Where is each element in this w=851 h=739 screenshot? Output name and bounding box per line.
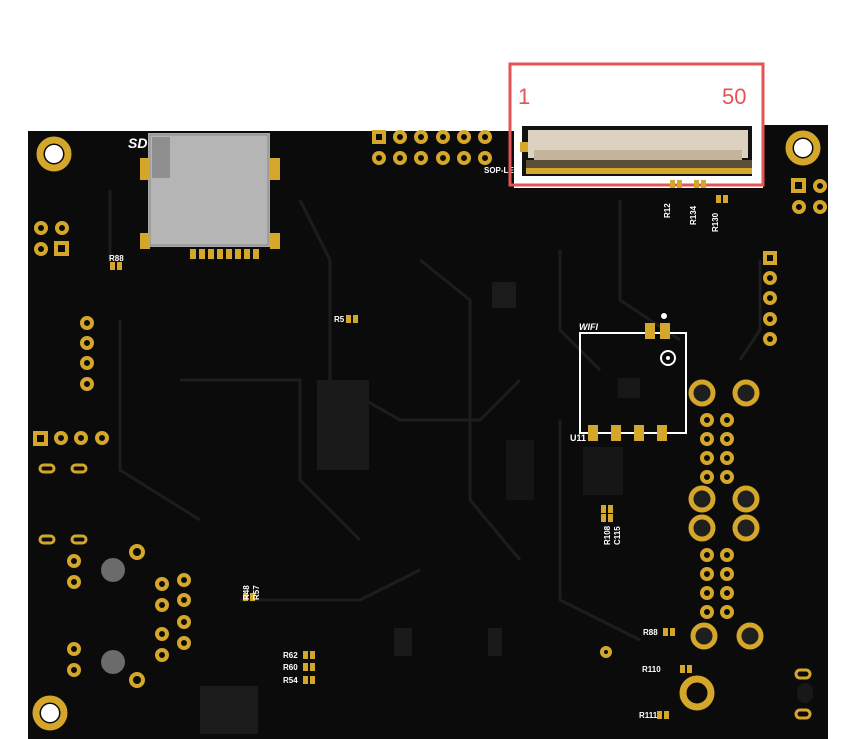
silk-r54: R54 xyxy=(283,676,298,685)
silk-r12: R12 xyxy=(663,203,672,218)
pin-50-label: 50 xyxy=(722,84,746,109)
silk-u11: U11 xyxy=(570,433,586,443)
left-slot-pads xyxy=(38,463,88,545)
silk-r110: R110 xyxy=(642,665,661,674)
smd-pads xyxy=(110,262,692,719)
pcb-board xyxy=(28,125,828,739)
silk-r134: R134 xyxy=(689,205,698,225)
callout-box xyxy=(508,62,765,187)
silk-r88-bottom: R88 xyxy=(643,628,658,637)
mounting-holes xyxy=(32,130,821,731)
right-side-pins xyxy=(763,251,777,346)
fpc-50-pin-connector xyxy=(520,126,752,176)
silk-sop-led: SOP-LED xyxy=(484,166,520,175)
right-header-top xyxy=(791,178,827,214)
electrolytic-capacitors xyxy=(101,558,125,674)
left-pins xyxy=(33,221,191,688)
silk-r48: R48 xyxy=(242,585,251,600)
silk-r5: R5 xyxy=(334,315,345,324)
connector-callout: 1 50 xyxy=(508,62,765,187)
sd-card-slot xyxy=(140,133,280,259)
silk-r108: R108 xyxy=(603,525,612,545)
smd-resistors-top xyxy=(670,180,728,203)
silk-r62: R62 xyxy=(283,651,298,660)
pin-1-label: 1 xyxy=(518,84,530,109)
silk-r57: R57 xyxy=(252,585,261,600)
silk-sd: SD xyxy=(128,135,147,151)
silk-r60: R60 xyxy=(283,663,298,672)
silk-wifi: WIFI xyxy=(579,322,598,332)
bottom-right-oval xyxy=(797,683,813,703)
top-header-pins xyxy=(372,130,492,165)
right-column-pins xyxy=(600,413,734,658)
ics xyxy=(200,282,623,734)
large-oval-pads xyxy=(688,379,764,650)
bottom-right-slots xyxy=(794,668,812,720)
silk-r88-top: R88 xyxy=(109,254,124,263)
silk-r130: R130 xyxy=(711,212,720,232)
wifi-module xyxy=(579,313,687,441)
silk-r111: R111 xyxy=(639,711,658,720)
silk-c115: C115 xyxy=(613,526,622,545)
